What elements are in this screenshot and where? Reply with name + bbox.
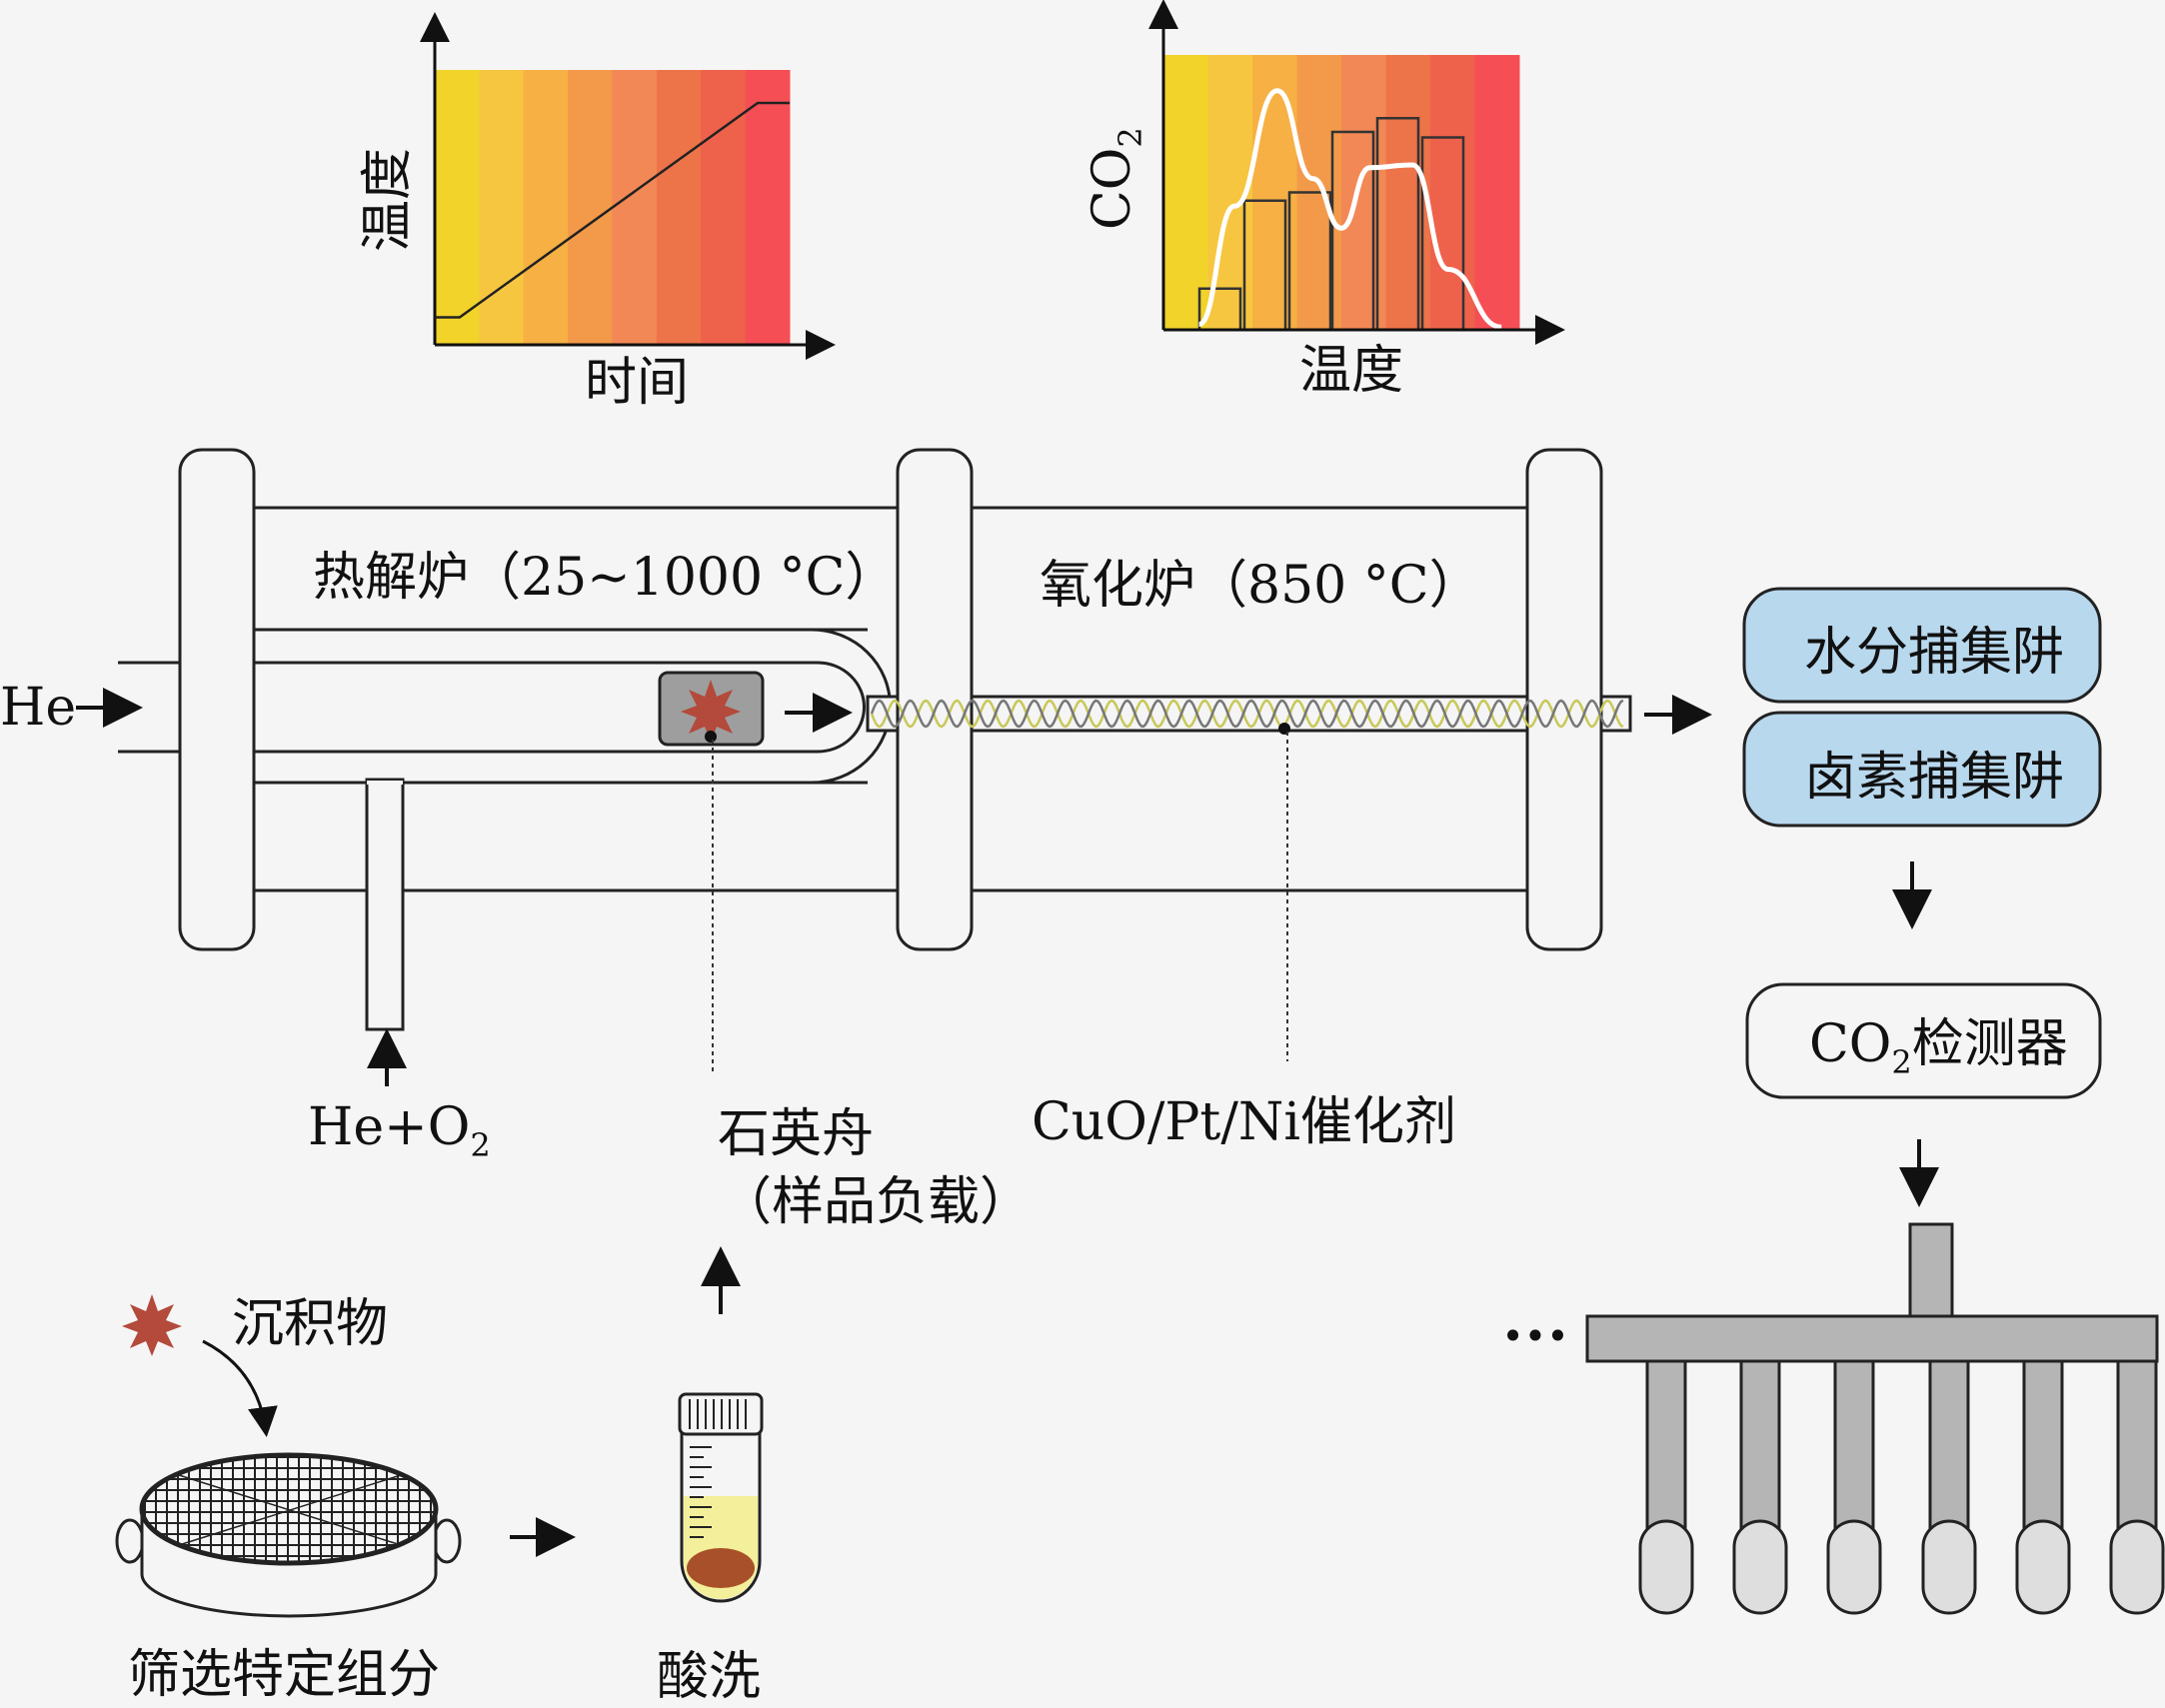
pyrolysis-furnace-label: 热解炉（25~1000 °C） bbox=[313, 548, 897, 608]
catalyst-helix bbox=[870, 699, 1624, 729]
flange-right bbox=[1525, 448, 1603, 951]
chart1-y-label: 温度 bbox=[358, 148, 418, 252]
quartz-boat bbox=[658, 671, 765, 747]
co2-detector-label-main: CO bbox=[1809, 1014, 1891, 1074]
halogen-trap-label: 卤素捕集阱 bbox=[1804, 748, 2064, 808]
temperature-program-chart: 温度 时间 bbox=[358, 12, 836, 413]
heo2-inlet-pipe bbox=[365, 778, 405, 1031]
ellipsis-text: ••• bbox=[1501, 1314, 1568, 1358]
sediment-arrow bbox=[202, 1339, 278, 1437]
heo2-label-main: He+O bbox=[308, 1097, 470, 1157]
chart2-co2-curve bbox=[1197, 88, 1502, 330]
chart2-y-label-sub: 2 bbox=[1111, 127, 1149, 147]
chart1-band bbox=[612, 70, 658, 345]
test-tube-icon bbox=[678, 1392, 764, 1603]
chart2-x-label: 温度 bbox=[1299, 341, 1403, 401]
co2-detector-box bbox=[1745, 982, 2102, 1099]
boat-leader-dot bbox=[705, 731, 717, 743]
co2-detector-label-rest: 检测器 bbox=[1912, 1014, 2068, 1074]
sediment-icon bbox=[122, 1294, 182, 1356]
flange-left bbox=[178, 448, 256, 951]
chart1-band bbox=[745, 70, 791, 345]
co2-detector-label: CO2检测器 bbox=[1809, 1014, 2068, 1081]
chart1-band bbox=[568, 70, 613, 345]
chart1-band bbox=[656, 70, 702, 345]
he-label: He bbox=[0, 678, 76, 738]
chart1-band bbox=[523, 70, 569, 345]
catalyst-label: CuO/Pt/Ni催化剂 bbox=[1032, 1092, 1456, 1152]
chart1-band bbox=[479, 70, 525, 345]
oxidation-furnace-label: 氧化炉（850 °C） bbox=[1040, 556, 1481, 616]
heo2-label: He+O2 bbox=[308, 1097, 491, 1164]
boat-label-line1: 石英舟 bbox=[718, 1104, 874, 1164]
chart2-y-label: CO2 bbox=[1082, 127, 1149, 230]
chart1-x-label: 时间 bbox=[585, 353, 689, 413]
flange-middle bbox=[896, 448, 974, 951]
chart1-band bbox=[701, 70, 747, 345]
sieve-label: 筛选特定组分 bbox=[128, 1645, 440, 1703]
chart2-band bbox=[1341, 55, 1386, 330]
chart1-temperature-line bbox=[435, 101, 790, 319]
chart1-gradient-bands bbox=[435, 70, 791, 345]
chart2-y-label-main: CO bbox=[1082, 148, 1142, 230]
water-trap-box bbox=[1742, 587, 2102, 704]
acid-label: 酸洗 bbox=[657, 1647, 761, 1703]
sample-burst-icon bbox=[681, 680, 741, 742]
co2-detector-label-sub: 2 bbox=[1891, 1043, 1911, 1081]
furnace-assembly bbox=[118, 448, 1632, 1031]
catalyst-leader-dot bbox=[1278, 723, 1290, 735]
water-trap-label: 水分捕集阱 bbox=[1804, 623, 2064, 683]
collection-manifold bbox=[1585, 1222, 2165, 1615]
chart2-band bbox=[1163, 55, 1208, 330]
halogen-trap-box bbox=[1742, 711, 2102, 828]
sieve-icon bbox=[115, 1452, 462, 1618]
boat-label-line2: （样品负载） bbox=[720, 1172, 1032, 1232]
sediment-label: 沉积物 bbox=[232, 1294, 388, 1354]
chart1-band bbox=[435, 70, 480, 345]
chart2-band bbox=[1474, 55, 1520, 330]
co2-thermogram-chart: CO2 温度 bbox=[1082, 0, 1565, 401]
heo2-label-sub: 2 bbox=[470, 1126, 490, 1164]
